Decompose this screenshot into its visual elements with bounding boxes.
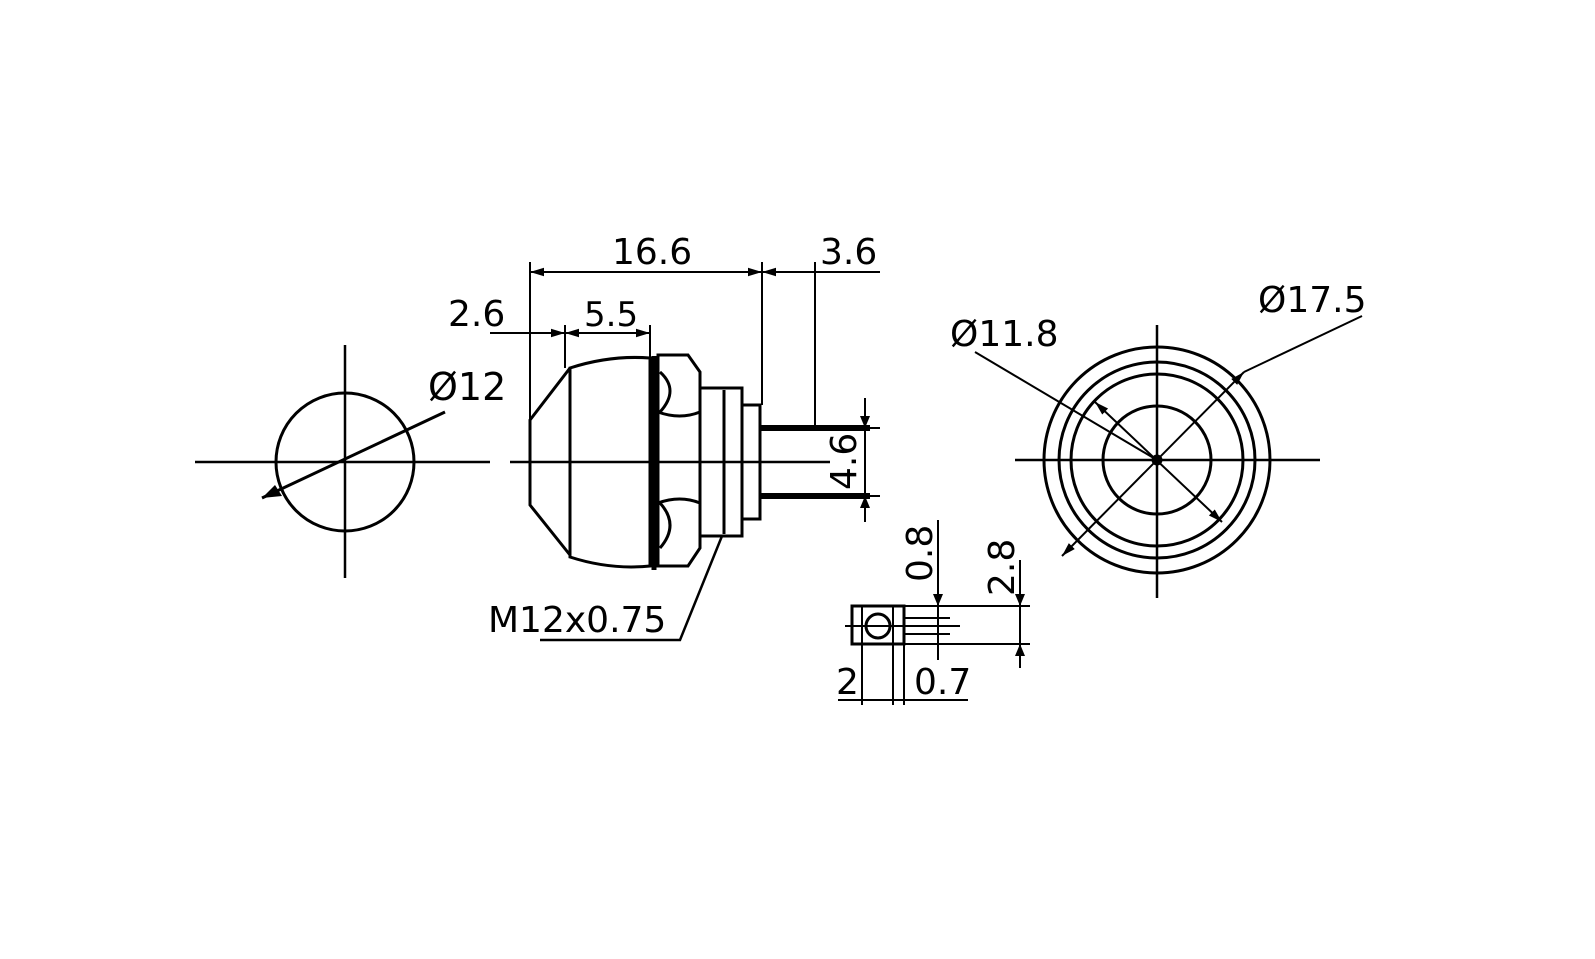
thread-label: M12x0.75 [488,600,666,641]
terminal-thickness-label: 0.8 [900,525,941,582]
dim-spacing-arrow-top [860,416,870,428]
side-view [510,262,880,570]
rear-ring-circle [1057,360,1257,560]
cap-offset-label: 2.6 [448,294,505,335]
inner-dia-leader [974,351,1158,461]
cap-dome [528,367,572,556]
dim-thickness-arrow [933,594,943,606]
front-dia-leader [261,410,446,500]
hex-nut-facet-1 [657,410,701,418]
hex-nut-facet-4 [658,501,672,549]
terminal-spacing-label: 4.6 [824,433,865,490]
outer-dia-leader [1243,315,1363,373]
terminal-height-label: 2.8 [982,539,1023,596]
front-outline-circle [274,391,416,533]
cap-body [568,355,652,569]
dim-spacing-arrow-bottom [860,496,870,508]
hex-nut [656,353,702,568]
rear-outer-circle [1042,345,1272,575]
front-dia-arrow [262,485,282,498]
terminal-width-label: 2 [836,662,859,703]
outer-dia-label: Ø17.5 [1258,280,1367,321]
overall-length-label: 16.6 [612,232,692,273]
thread-leader [540,535,724,642]
rear-view [974,315,1363,598]
terminal-detail [838,520,1030,705]
dim-height-arrow-bottom [1015,644,1025,656]
dim-height-arrow-top [1015,594,1025,606]
rear-housing [740,403,762,521]
inner-dia-label: Ø11.8 [950,314,1059,355]
hex-nut-facet-2 [657,497,701,505]
front-view [195,345,490,578]
hex-nut-facet-3 [658,370,672,414]
side-dimensions [490,267,880,642]
hole-dia-label: 0.7 [914,662,971,703]
cap-length-label: 5.5 [584,295,638,335]
outer-dia-line [1061,371,1245,557]
terminal-length-label: 3.6 [820,232,877,273]
front-dia-label: Ø12 [428,365,506,409]
